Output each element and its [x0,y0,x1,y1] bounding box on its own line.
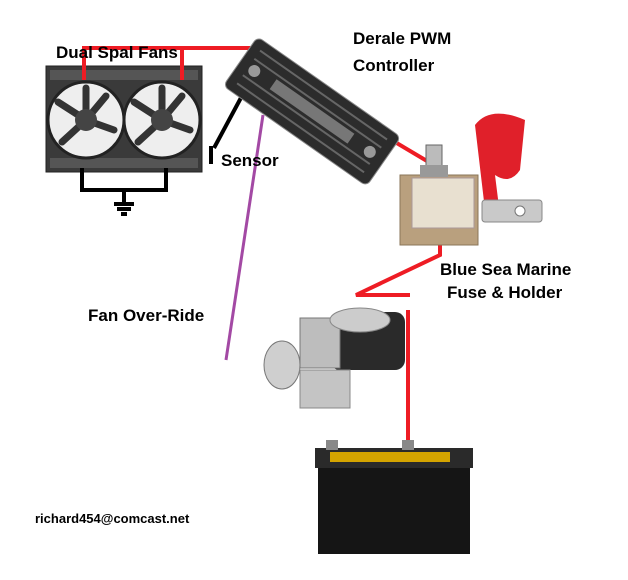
dual-fans-image [45,65,203,173]
fuse-label-line2: Fuse & Holder [447,283,563,302]
fuse-holder-image [399,113,543,246]
pwm-controller-image [225,38,400,185]
ground-wire [80,168,168,216]
starter-motor-image [263,307,405,409]
fuse-label-line1: Blue Sea Marine [440,260,572,279]
override-wire [224,114,265,361]
fans-label: Dual Spal Fans [56,43,178,62]
author-email: richard454@comcast.net [35,511,190,526]
controller-label-line2: Controller [353,56,435,75]
controller-label-line1: Derale PWM [353,29,452,48]
sensor-wire [209,93,245,164]
battery-image [315,440,473,554]
sensor-label: Sensor [221,151,279,170]
override-label: Fan Over-Ride [88,306,205,325]
